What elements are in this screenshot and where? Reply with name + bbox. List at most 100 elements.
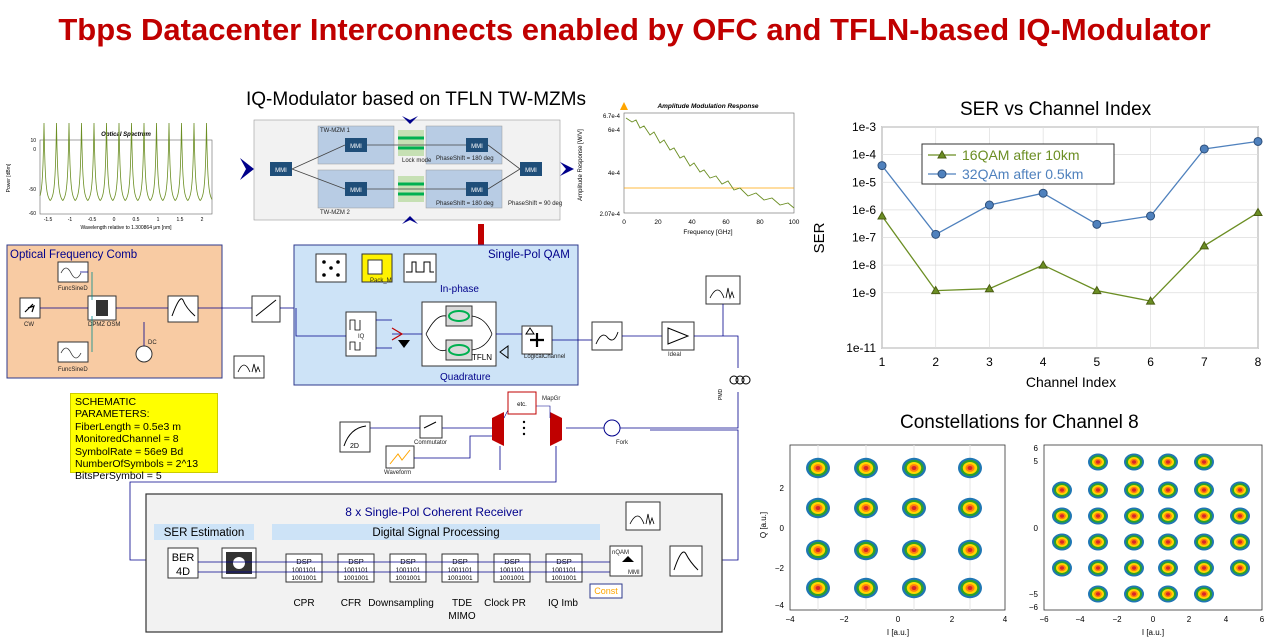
tfln-label: TFLN — [472, 353, 492, 362]
stage-label: TDE — [452, 598, 472, 609]
const-right-xtick: 6 — [1260, 615, 1265, 624]
stage-label: CFR — [341, 598, 362, 609]
dsp-bits: 1001001 — [395, 575, 421, 582]
cluster-center — [911, 465, 917, 471]
param-line: BitsPerSymbol = 5 — [75, 470, 162, 483]
scope-icon — [705, 275, 741, 305]
const-left-xtick: −4 — [785, 615, 795, 624]
main-title: Tbps Datacenter Interconnects enabled by… — [58, 12, 1211, 47]
waveform-label: Waveform — [384, 470, 411, 476]
ser-point — [1146, 211, 1156, 221]
cluster-center — [863, 505, 869, 511]
ser-point — [1038, 188, 1048, 198]
ser-point — [1253, 136, 1263, 146]
os-xtick: 0.5 — [133, 217, 140, 223]
const-right-xtick: 2 — [1187, 615, 1192, 624]
cluster-center — [1132, 460, 1136, 464]
cw-label: CW — [24, 322, 34, 328]
in-phase-label: In-phase — [440, 284, 479, 295]
cluster-center — [1060, 514, 1064, 518]
legend-series-2: 32QAm after 0.5km — [962, 166, 1083, 182]
nqam-label: nQAM — [612, 550, 629, 556]
cluster-center — [1132, 566, 1136, 570]
dsp-bits: 1001101 — [396, 567, 421, 574]
dsp-bits: 1001001 — [343, 575, 369, 582]
ser-xlabel: Channel Index — [1026, 374, 1116, 390]
os-xtick: 2 — [201, 217, 204, 223]
func-sine-label: FuncSineD — [58, 286, 88, 292]
ser-ytick: 1e-3 — [852, 120, 876, 134]
am-title: Amplitude Modulation Response — [656, 103, 758, 110]
cluster-center — [1132, 488, 1136, 492]
cluster-center — [815, 505, 821, 511]
params-header: SCHEMATIC PARAMETERS: — [75, 396, 150, 421]
ser-ytick: 1e-7 — [852, 231, 876, 245]
ser-point — [984, 283, 995, 293]
iq-label: IQ — [358, 334, 365, 340]
am-ytick: 6.7e-4 — [603, 114, 621, 120]
cluster-center — [1166, 566, 1170, 570]
const-right-ytick: 5 — [1034, 457, 1039, 466]
mmi-label: MMI — [471, 188, 483, 194]
const-left-ytick: 0 — [780, 524, 785, 533]
cluster-center — [1238, 566, 1242, 570]
cluster-center — [1202, 592, 1206, 596]
ser-ytick: 1e-8 — [852, 258, 876, 272]
cluster-center — [815, 585, 821, 591]
qam-title: Single-Pol QAM — [488, 249, 570, 261]
schematic-parameters: SCHEMATIC PARAMETERS: FiberLength = 0.5e… — [70, 393, 218, 482]
param-line: SymbolRate = 56e9 Bd — [75, 445, 184, 458]
cluster-center — [911, 547, 917, 553]
os-xtick: -0.5 — [88, 217, 97, 223]
iq-modulator-caption: IQ-Modulator based on TFLN TW-MZMs — [246, 89, 586, 110]
filter-block — [591, 321, 623, 351]
os-xtick: 0 — [113, 217, 116, 223]
cluster-center — [1166, 460, 1170, 464]
ser-point — [1253, 207, 1263, 217]
mmi-label: MMI — [525, 168, 537, 174]
dsp-title: DSP — [296, 557, 311, 566]
os-ytick: 0 — [33, 147, 36, 153]
const-left-ylabel: Q [a.u.] — [759, 512, 768, 538]
mapgr-label: MapGr — [542, 396, 560, 402]
cluster-center — [1096, 460, 1100, 464]
ser-xtick: 5 — [1094, 355, 1101, 369]
mzm-bottom-label: TW-MZM 2 — [320, 210, 351, 216]
ser-point — [930, 285, 941, 295]
stage-label: CPR — [293, 598, 314, 609]
cluster-center — [1096, 592, 1100, 596]
cluster-center — [1060, 488, 1064, 492]
cluster-center — [911, 505, 917, 511]
mmi-label: MMI — [628, 570, 640, 576]
const-right-xtick: −2 — [1112, 615, 1122, 624]
am-ytick: 2.07e-4 — [600, 212, 621, 218]
os-ytick: -60 — [29, 211, 36, 217]
am-ylabel: Amplitude Response [W/V] — [578, 129, 584, 201]
const-left-xtick: 4 — [1003, 615, 1008, 624]
stage-label: Clock PR — [484, 598, 526, 609]
legend-series-1: 16QAM after 10km — [962, 147, 1080, 163]
dsp-label: Digital Signal Processing — [372, 527, 499, 539]
am-ytick: 6e-4 — [608, 128, 621, 134]
cluster-center — [1132, 540, 1136, 544]
cluster-center — [1202, 514, 1206, 518]
dsp-title: DSP — [452, 557, 467, 566]
ser-xtick: 4 — [1040, 355, 1047, 369]
cluster-center — [1132, 592, 1136, 596]
am-xtick: 100 — [789, 219, 800, 226]
param-line: MonitoredChannel = 8 — [75, 433, 179, 446]
2d-block — [339, 421, 371, 453]
ser-point — [984, 200, 994, 210]
cluster-center — [815, 465, 821, 471]
ofc-block: Optical Frequency Comb FuncSineD FuncSin… — [6, 244, 223, 379]
ser-point — [1145, 296, 1156, 305]
cluster-center — [1166, 514, 1170, 518]
receiver-title: 8 x Single-Pol Coherent Receiver — [345, 505, 522, 519]
mmi-label: MMI — [350, 188, 362, 194]
os-ytick: 10 — [30, 138, 36, 144]
iq-modulator-layout: TW-MZM 1 TW-MZM 2 Lock mode PhaseShift =… — [240, 116, 574, 224]
